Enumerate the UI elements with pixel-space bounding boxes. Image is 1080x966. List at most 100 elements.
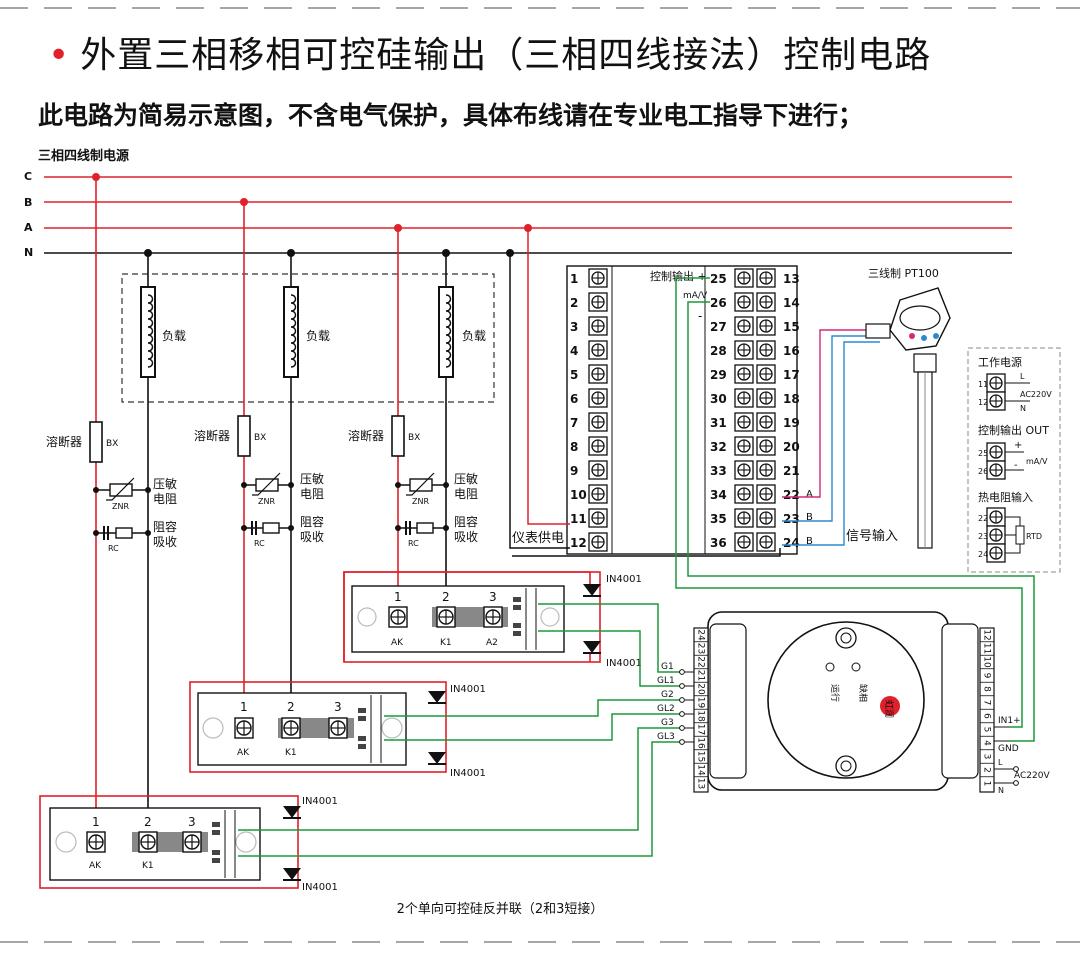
znr-label-b: ZNR	[258, 497, 275, 506]
phase-a-branch: 负载 溶断器 BX ZNR 压敏 电阻 RC 阻容 吸收	[348, 224, 486, 604]
varistor-a	[409, 478, 433, 492]
meter-right-screw-21	[756, 460, 776, 480]
varistor-label-c1: 压敏	[153, 476, 177, 491]
module-pin-left-24: 24	[696, 629, 706, 641]
scr-b-k1: K1	[285, 748, 297, 758]
varistor-label-a1: 压敏	[454, 471, 478, 486]
meter-right-13: 13	[783, 272, 800, 286]
rc-text-c1: 阻容	[153, 519, 177, 534]
legend-t11: 11	[978, 380, 988, 389]
meter-mid-screw-34	[734, 484, 754, 504]
scr-c-ak: AK	[89, 861, 102, 871]
phase-b-branch: 负载 溶断器 BX ZNR 压敏 电阻 RC 阻容 吸收	[194, 198, 330, 712]
meter-left-11: 11	[570, 512, 587, 526]
pin-gl1: GL1	[657, 676, 675, 686]
module-pin-left-21: 21	[696, 670, 706, 681]
meter-right-19: 19	[783, 416, 800, 430]
diode-c2: IN4001	[302, 882, 338, 893]
scr-module-c: 1 2 3 AK K1 IN4001 IN4001	[39, 795, 338, 893]
legend-mav: mA/V	[1026, 457, 1048, 466]
module-logo-text: 虹润	[883, 700, 895, 718]
meter-mid-29: 29	[710, 368, 727, 382]
module-pin-left-23: 23	[696, 643, 706, 654]
load-enclosure	[121, 273, 495, 403]
pin-ac: AC220V	[1014, 771, 1050, 781]
meter-mid-27: 27	[710, 320, 727, 334]
fuse-b	[237, 415, 251, 457]
meter-left-screw-9	[588, 460, 608, 480]
line-c-label: C	[24, 170, 32, 183]
supply-label: 三相四线制电源	[38, 149, 130, 164]
module-pin-right-2: 2	[982, 767, 992, 773]
pin-in1: IN1+	[998, 716, 1021, 726]
varistor-c	[109, 483, 133, 497]
meter-mid-25: 25	[710, 272, 727, 286]
meter-mid-26: 26	[710, 296, 727, 310]
meter-mid-screw-31	[734, 412, 754, 432]
fuse-label-b: 溶断器	[194, 428, 230, 443]
meter-right-17: 17	[783, 368, 800, 382]
scr-a-k1: K1	[440, 638, 452, 648]
meter-right-14: 14	[783, 296, 800, 310]
scr-b-t1: 1	[240, 700, 248, 714]
meter-right-screw-14	[756, 292, 776, 312]
pt100-sensor: 三线制 PT100	[865, 266, 951, 549]
meter-left-9: 9	[570, 464, 578, 478]
bx-label-b: BX	[254, 433, 266, 443]
pt100-label: 三线制 PT100	[868, 266, 939, 280]
fuse-c	[89, 421, 103, 463]
meter-right-screw-17	[756, 364, 776, 384]
module-pin-right-11: 11	[982, 643, 992, 654]
rc-text-a2: 吸收	[454, 530, 478, 544]
legend-minus: -	[1014, 460, 1018, 471]
meter-mid-33: 33	[710, 464, 727, 478]
module-pin-left-22: 22	[696, 656, 706, 667]
meter-left-screw-11	[588, 508, 608, 528]
meter-mid-screw-28	[734, 340, 754, 360]
meter-right-24: 24	[783, 536, 800, 550]
scr-a-a2: A2	[486, 638, 498, 648]
meter-mid-35: 35	[710, 512, 727, 526]
meter-mav-label: mA/V	[683, 291, 708, 301]
legend-l: L	[1020, 372, 1025, 381]
line-a-label: A	[24, 221, 33, 234]
gate-wires	[238, 603, 680, 857]
rc-text-b2: 吸收	[300, 530, 324, 544]
page-title: •外置三相移相可控硅输出（三相四线接法）控制电路	[48, 35, 932, 76]
varistor-b	[255, 478, 279, 492]
meter-right-screw-20	[756, 436, 776, 456]
module-pin-right-1: 1	[982, 781, 992, 787]
rc-b	[262, 522, 280, 534]
module-pin-right-4: 4	[982, 740, 992, 746]
footnote: 2个单向可控硅反并联（2和3短接）	[396, 902, 604, 917]
fuse-label-a: 溶断器	[348, 428, 384, 443]
meter-power-wires	[506, 224, 781, 557]
diode-b2: IN4001	[450, 768, 486, 779]
module-pin-right-12: 12	[982, 629, 992, 640]
meter-right-screw-24	[756, 532, 776, 552]
meter-right-18: 18	[783, 392, 800, 406]
meter-right-screw-19	[756, 412, 776, 432]
meter-left-5: 5	[570, 368, 578, 382]
legend-rtd: RTD	[1026, 532, 1042, 541]
varistor-label-b1: 压敏	[300, 471, 324, 486]
scr-a-t3: 3	[489, 590, 497, 604]
meter-mid-screw-32	[734, 436, 754, 456]
meter-left-screw-12	[588, 532, 608, 552]
module-pin-left-18: 18	[696, 710, 706, 722]
meter-left-screw-8	[588, 436, 608, 456]
meter-left-screw-2	[588, 292, 608, 312]
varistor-label-a2: 电阻	[454, 487, 478, 501]
scr-b-t3: 3	[334, 700, 342, 714]
scr-c-k1: K1	[142, 861, 154, 871]
znr-label-a: ZNR	[412, 497, 429, 506]
load-label-c: 负载	[162, 329, 186, 343]
meter-left-1: 1	[570, 272, 578, 286]
meter-left-3: 3	[570, 320, 578, 334]
control-output-wires	[675, 277, 1035, 742]
legend-t22: 22	[978, 514, 988, 523]
